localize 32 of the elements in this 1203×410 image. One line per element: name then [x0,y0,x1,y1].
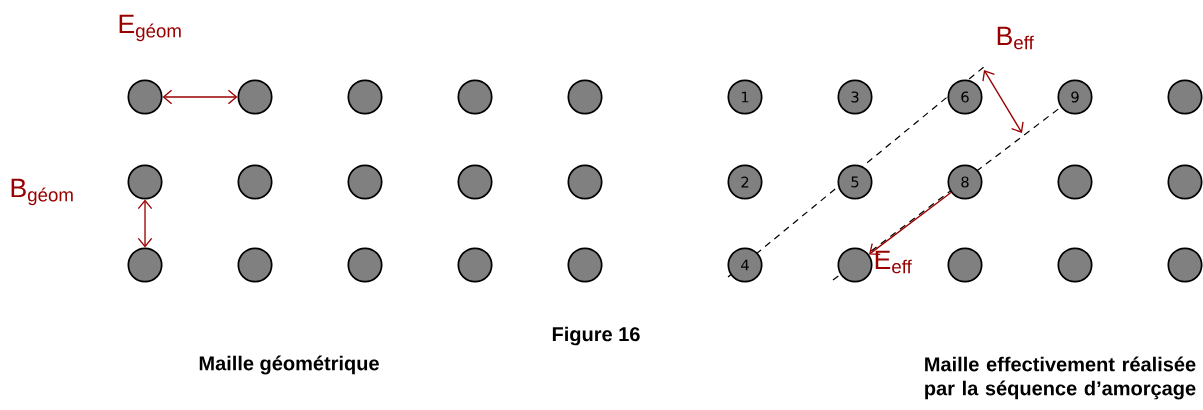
dot [347,79,383,115]
dot [237,247,273,283]
dot [567,247,603,283]
dot [457,247,493,283]
panel-caption: Maille géométrique [199,355,379,375]
dot [347,247,383,283]
dimension-label: E$_{géom}$ [119,14,181,42]
dot [457,79,493,115]
figure-title: Figure 16 [552,326,640,346]
arrow [162,89,238,105]
dot [127,164,163,200]
dot [947,247,983,283]
dot [1057,247,1093,283]
dot [457,164,493,200]
dot [127,247,163,283]
dot [1167,164,1203,200]
arrow [869,191,952,255]
dot [237,164,273,200]
dimension-label: B$_{eff}$ [997,26,1034,50]
dot [347,164,383,200]
dot [1167,247,1203,283]
dimension-label: E$_{eff}$ [875,250,912,274]
arrow [137,199,153,248]
dot [237,79,273,115]
dot [1057,164,1093,200]
dot [1167,79,1203,115]
dimension-label: B$_{géom}$ [11,178,73,206]
dot [837,247,873,283]
dot [567,164,603,200]
dot [127,79,163,115]
dot [567,79,603,115]
panel-caption: Maille effectivement réalisée par la séquence d’amorçage [925,356,1196,400]
